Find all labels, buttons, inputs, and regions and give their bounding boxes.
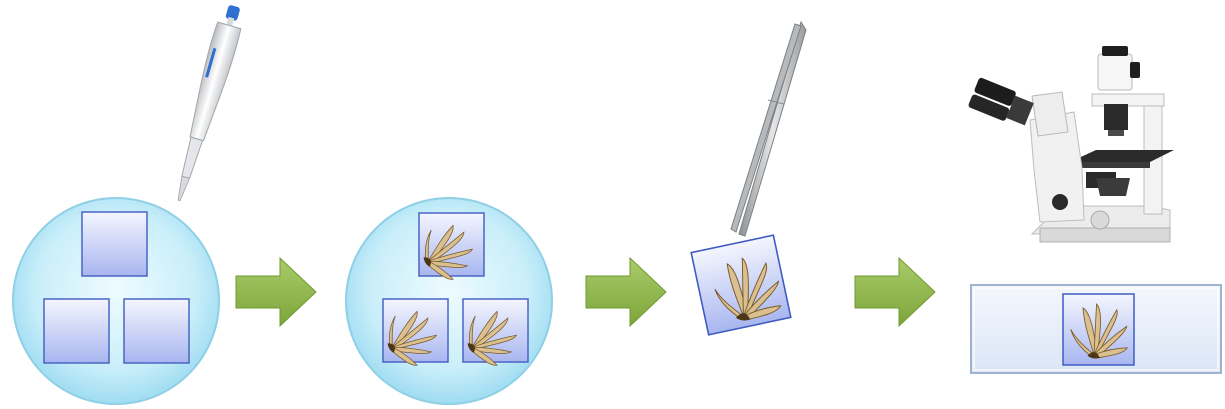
petri-dish-2 <box>346 198 552 404</box>
microscope-icon <box>968 46 1174 242</box>
specimen-square <box>412 213 484 287</box>
slide-specimen-square <box>1063 294 1134 365</box>
petri-dish-1 <box>13 198 219 404</box>
well-square <box>44 299 109 363</box>
specimen-square <box>456 299 528 373</box>
tweezers-icon <box>731 22 806 236</box>
pipette-icon <box>167 3 247 204</box>
well-square <box>82 212 147 276</box>
well-square <box>124 299 189 363</box>
arrow-right-icon <box>855 258 935 326</box>
transfer-square <box>691 234 797 339</box>
arrow-right-icon <box>236 258 316 326</box>
arrow-right-icon <box>586 258 666 326</box>
specimen-square <box>376 299 448 373</box>
microscope-slide <box>971 285 1221 373</box>
